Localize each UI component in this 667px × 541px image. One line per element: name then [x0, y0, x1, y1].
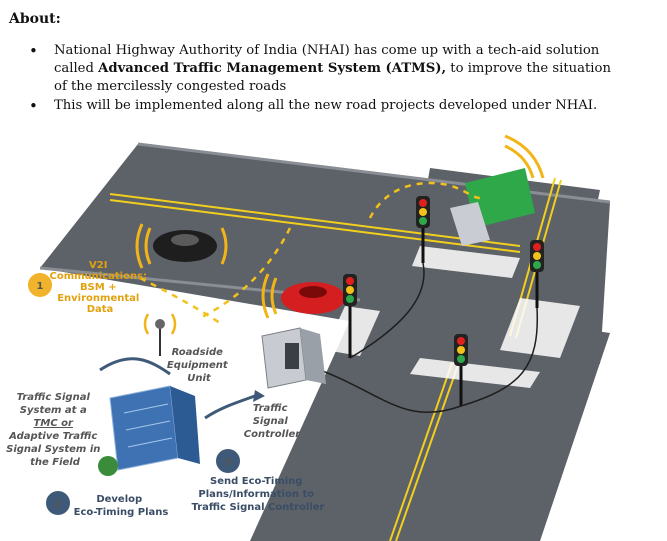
- step-1-line: BSM +: [80, 282, 117, 293]
- step-1-number: 1: [37, 281, 44, 292]
- step-1-line: Communications:: [49, 271, 147, 282]
- roadside-antenna: [143, 313, 177, 356]
- step-1-badge: [26, 271, 54, 299]
- arrow-to-tmc: [99, 357, 171, 376]
- controller-cable: [299, 262, 539, 414]
- controller-line: Controller: [244, 429, 302, 440]
- traffic-light: [530, 240, 544, 308]
- arrowhead: [253, 390, 265, 402]
- lane-line: [109, 199, 521, 253]
- red-car: [261, 273, 345, 319]
- tmc-label: Traffic Signal System at a TMC or Adapti…: [6, 392, 104, 468]
- step-2-badge: [44, 489, 72, 517]
- vertical-road: [250, 298, 610, 541]
- controller-line: Signal: [253, 416, 289, 427]
- road-network: [39, 142, 611, 541]
- tmc-line: Traffic Signal: [17, 392, 91, 403]
- step-3-line: Plans/Information to: [198, 489, 314, 500]
- controller-label: Traffic Signal Controller: [244, 403, 302, 440]
- road-edge: [137, 142, 611, 204]
- step-2-line: Develop: [96, 494, 142, 505]
- bullet-item-atms-name: Advanced Traffic Management System (ATMS…: [98, 61, 447, 76]
- lane-line: [109, 193, 521, 247]
- green-truck: [450, 134, 545, 246]
- traffic-light: [416, 196, 430, 263]
- tmc-line: Adaptive Traffic: [8, 431, 97, 442]
- tmc-line: Signal System in: [6, 444, 100, 455]
- lane-line: [389, 362, 453, 541]
- step-3-number: 3: [225, 457, 232, 468]
- tmc-building: [98, 385, 200, 476]
- v2i-dashed-link: [368, 181, 481, 219]
- controller-line: Traffic: [253, 403, 288, 414]
- step-3-label: Send Eco-Timing Plans/Information to Tra…: [191, 476, 324, 513]
- bullet-item-implementation: This will be implemented along all the n…: [26, 97, 626, 115]
- crosswalk: [500, 298, 580, 358]
- tmc-line: TMC or: [34, 418, 74, 429]
- traffic-signal-controller-box: [261, 327, 326, 389]
- v2i-dashed-link: [139, 276, 221, 325]
- tmc-line: the Field: [30, 457, 81, 468]
- step-2-label: Develop Eco-Timing Plans: [74, 494, 169, 518]
- bullet-item-atms: National Highway Authority of India (NHA…: [26, 42, 626, 96]
- step-3-line: Send Eco-Timing: [210, 476, 302, 487]
- step-2-number: 2: [55, 499, 62, 510]
- step-2-line: Eco-Timing Plans: [74, 507, 169, 518]
- crosswalk: [325, 306, 380, 356]
- about-bullet-list: National Highway Authority of India (NHA…: [26, 42, 626, 115]
- crosswalk: [412, 246, 520, 278]
- roadside-equipment-label: Roadside Equipment Unit: [167, 347, 231, 384]
- about-heading: About:: [9, 11, 61, 27]
- bullet-item-atms-intro: National Highway Authority of India (NHA…: [54, 43, 600, 76]
- lane-line: [395, 364, 459, 541]
- step-3-line: Traffic Signal Controller: [191, 502, 324, 513]
- traffic-light: [454, 334, 468, 406]
- atms-diagram: 1 V2I Communications: BSM + Environmenta…: [6, 134, 611, 541]
- bullet-item-atms-purpose: to improve the situation of the merciles…: [54, 61, 611, 94]
- step-3-badge: [214, 447, 242, 475]
- traffic-light: [343, 274, 357, 358]
- roadside-line: Roadside: [172, 347, 224, 358]
- black-car: [135, 223, 228, 269]
- tmc-line: System at a: [20, 405, 87, 416]
- step-1-line: Environmental: [57, 293, 139, 304]
- roadside-line: Unit: [187, 373, 212, 384]
- crosswalk: [410, 358, 540, 388]
- step-1-line: Data: [87, 304, 114, 315]
- roadside-line: Equipment: [167, 360, 229, 371]
- v2i-dashed-link: [199, 227, 292, 320]
- arrow-to-controller: [204, 394, 256, 420]
- step-1-line: V2I: [89, 260, 107, 271]
- step-1-label: V2I Communications: BSM + Environmental …: [49, 260, 150, 315]
